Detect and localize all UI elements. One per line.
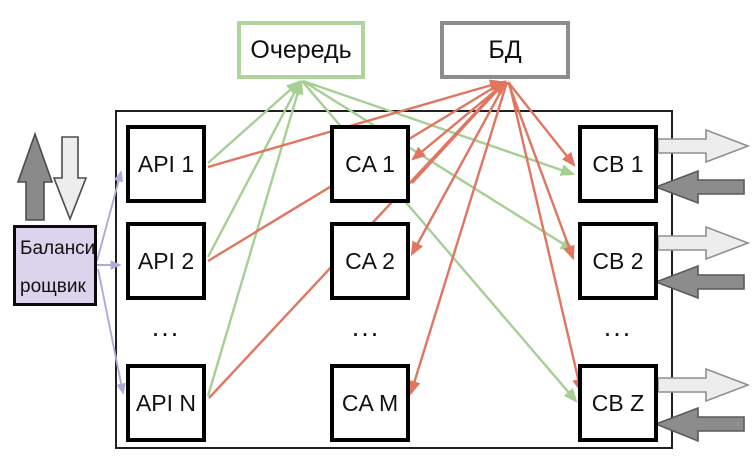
database-node: БД — [440, 21, 570, 79]
database-label: БД — [488, 35, 522, 64]
queue-node: Очередь — [237, 21, 365, 79]
edge-balancer-apin — [97, 268, 126, 395]
cb-column-ellipsis: ... — [603, 312, 633, 342]
node-ca-2: CA 2 — [330, 222, 410, 300]
cb1-out-arrow — [657, 128, 751, 164]
cb1-in-arrow — [653, 169, 745, 205]
edge-balancer-api1 — [96, 170, 124, 262]
edge-api1-db — [207, 79, 505, 169]
load-balancer-node: Баланси рощвик — [13, 225, 97, 306]
node-cb-1: CB 1 — [578, 125, 658, 203]
node-cb-z-label: CB Z — [591, 389, 645, 416]
cb2-in-arrow — [653, 264, 745, 300]
load-balancer-label-line1: Баланси — [20, 238, 96, 259]
edge-api1-queue — [207, 80, 301, 164]
node-ca-m-label: CA M — [341, 389, 399, 416]
edge-apin-queue — [206, 79, 304, 397]
node-ca-m: CA M — [330, 364, 410, 442]
node-api-1: API 1 — [126, 125, 206, 203]
node-api-2-label: API 2 — [137, 247, 195, 274]
node-api-n: API N — [126, 364, 206, 442]
node-ca-1-label: CA 1 — [345, 150, 395, 177]
edge-db-ca1 — [411, 81, 507, 161]
queue-label: Очередь — [250, 35, 352, 64]
node-ca-1: CA 1 — [330, 125, 410, 203]
ca-column-ellipsis: ... — [351, 312, 381, 342]
edge-ca1-db — [411, 80, 507, 184]
edge-queue-cb2 — [302, 79, 576, 252]
edge-db-cb1 — [507, 81, 576, 167]
cbz-out-arrow — [657, 367, 751, 403]
node-api-2: API 2 — [126, 222, 206, 300]
node-ca-2-label: CA 2 — [345, 247, 395, 274]
edge-api2-queue — [206, 79, 302, 258]
inbound-up-arrow — [16, 131, 54, 221]
edge-db-cbz — [507, 81, 585, 394]
cbz-in-arrow — [653, 406, 745, 443]
node-cb-z: CB Z — [578, 364, 658, 442]
node-api-1-label: API 1 — [137, 150, 195, 177]
node-cb-2-label: CB 2 — [592, 247, 644, 274]
outbound-down-arrow — [52, 136, 88, 222]
node-cb-2: CB 2 — [578, 222, 658, 300]
load-balancer-label-line2: рощвик — [20, 276, 86, 297]
cb2-out-arrow — [657, 225, 751, 261]
edge-db-ca2 — [410, 81, 508, 257]
node-cb-1-label: CB 1 — [592, 150, 644, 177]
edge-db-cam — [408, 81, 509, 396]
api-column-ellipsis: ... — [151, 312, 181, 342]
edge-db-cb2 — [506, 81, 575, 261]
node-api-n-label: API N — [135, 389, 197, 416]
